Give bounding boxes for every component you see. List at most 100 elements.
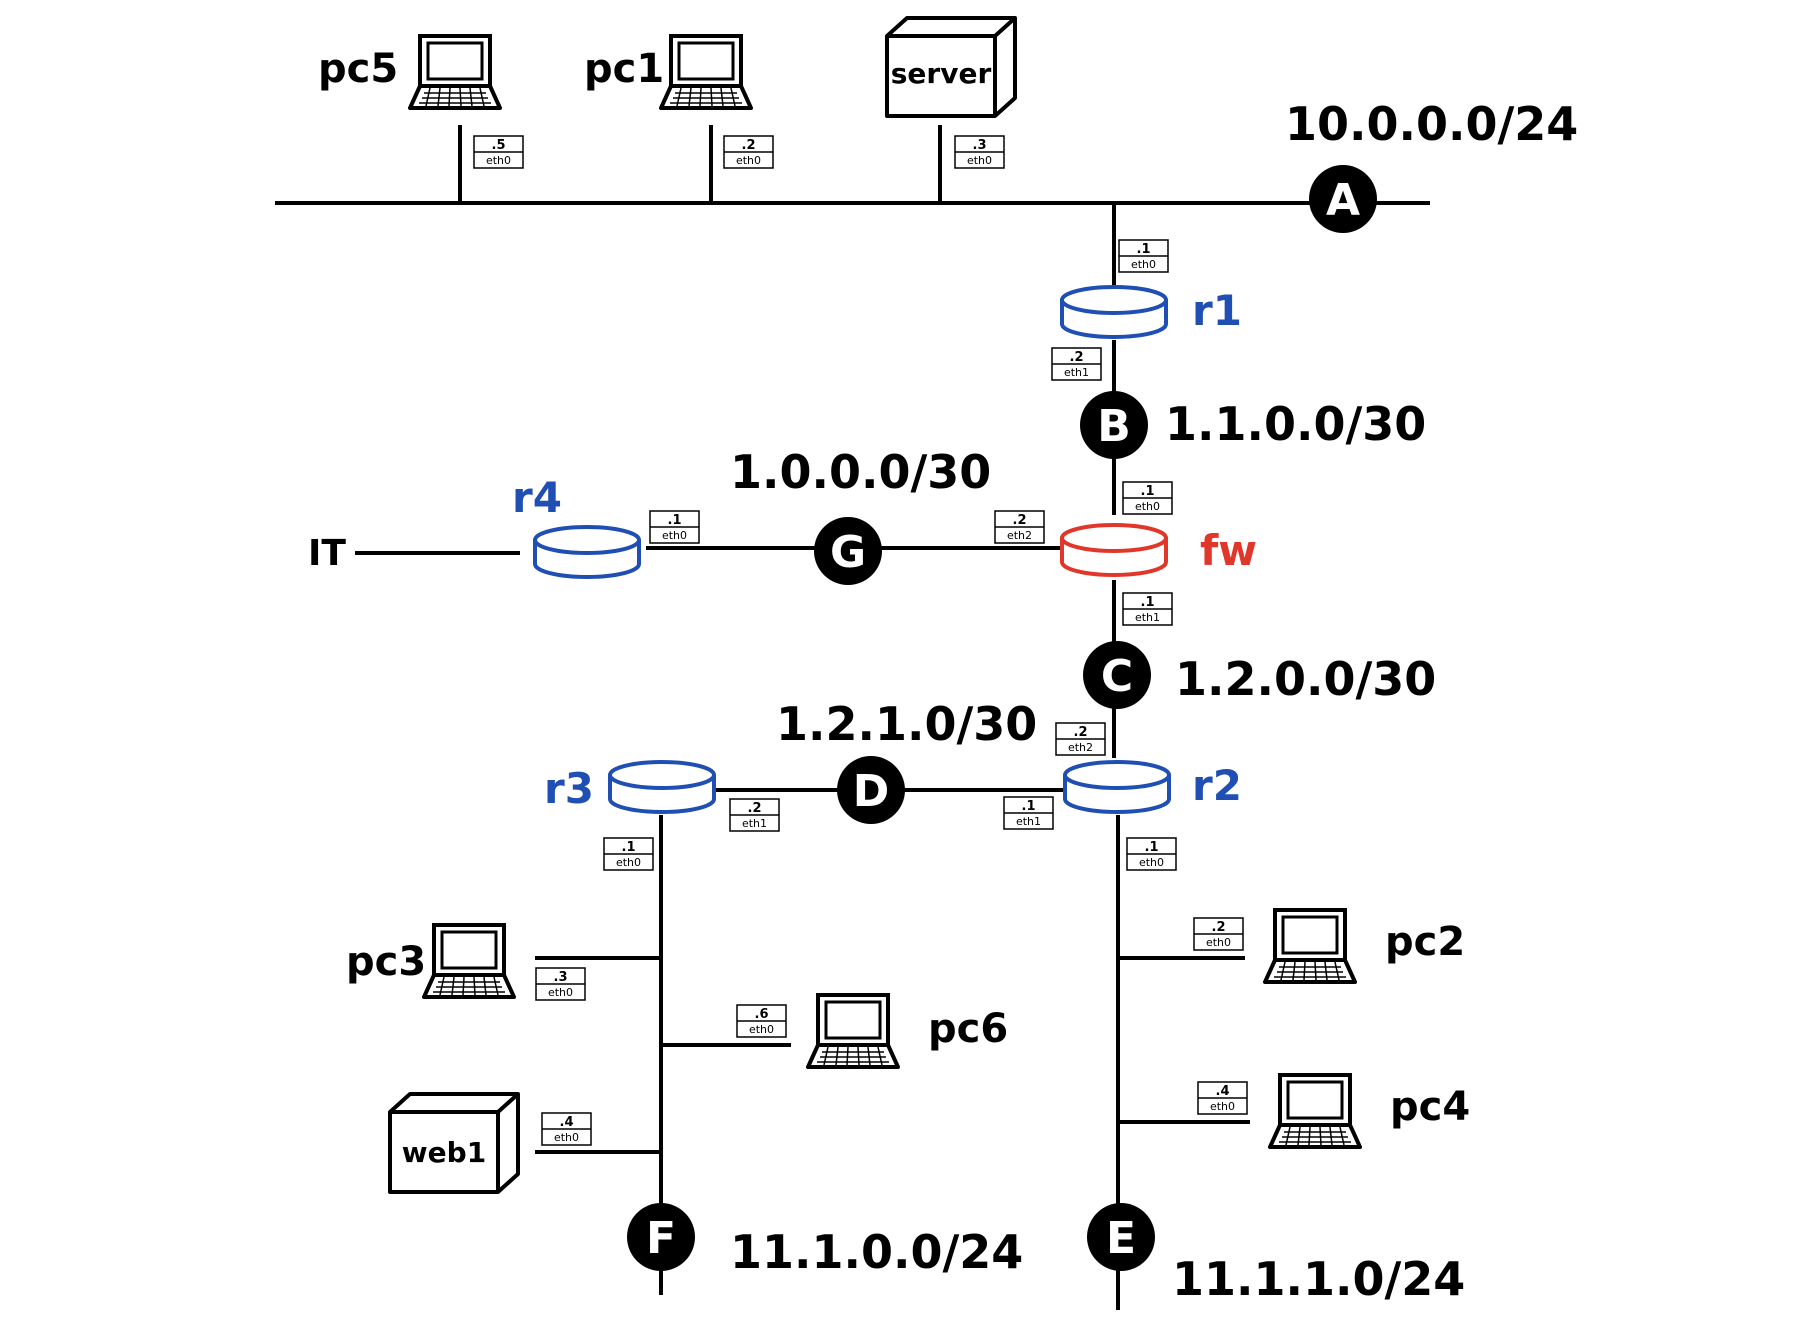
host-label-pc5: pc5 — [318, 46, 398, 92]
segment-b-letter: B — [1097, 401, 1131, 452]
laptop-icon — [408, 34, 502, 110]
segment-f-letter: F — [646, 1213, 676, 1264]
router-r3[interactable]: r3 — [544, 760, 716, 814]
router-icon — [533, 525, 641, 579]
iface-name: eth2 — [1007, 529, 1032, 542]
router-label-r2: r2 — [1192, 761, 1242, 810]
iface-name: eth0 — [1135, 500, 1160, 513]
iface-ip: .2 — [1013, 513, 1027, 528]
iface-ip: .4 — [1216, 1084, 1230, 1099]
segment-g-cidr: 1.0.0.0/30 — [730, 445, 991, 499]
iface-name: eth0 — [736, 154, 761, 167]
iface-ip: .1 — [668, 513, 682, 528]
iface-ip: .1 — [1022, 799, 1036, 814]
iface-tag-r3-eth1: .2 eth1 — [729, 798, 780, 832]
segment-f-cidr: 11.1.0.0/24 — [730, 1225, 1023, 1279]
router-label-r1: r1 — [1192, 286, 1242, 335]
iface-tag-pc5: .5 eth0 — [473, 135, 524, 169]
segment-e-letter: E — [1106, 1213, 1136, 1264]
router-icon — [608, 760, 716, 814]
host-label-pc6: pc6 — [928, 1006, 1008, 1052]
segment-e-marker[interactable]: E 11.1.1.0/24 — [1087, 1203, 1465, 1306]
iface-tag-r4-eth0: .1 eth0 — [649, 510, 700, 544]
iface-tag-pc2: .2 eth0 — [1193, 917, 1244, 951]
host-server[interactable]: server — [885, 16, 1017, 118]
host-pc2[interactable]: pc2 — [1263, 908, 1465, 984]
host-pc1[interactable]: pc1 — [584, 34, 753, 110]
iface-ip: .2 — [1212, 920, 1226, 935]
host-web1[interactable]: web1 — [388, 1092, 520, 1194]
segment-d-cidr: 1.2.1.0/30 — [776, 697, 1037, 751]
server-box-icon — [885, 16, 1017, 118]
host-label-server: server — [891, 57, 992, 90]
iface-tag-web1: .4 eth0 — [541, 1112, 592, 1146]
host-pc6[interactable]: pc6 — [806, 993, 1008, 1069]
iface-tag-pc6: .6 eth0 — [736, 1004, 787, 1038]
router-label-fw: fw — [1200, 526, 1257, 575]
iface-ip: .4 — [560, 1115, 574, 1130]
iface-tag-server: .3 eth0 — [954, 135, 1005, 169]
laptop-icon — [659, 34, 753, 110]
iface-name: eth0 — [1139, 856, 1164, 869]
iface-tag-r2-eth0: .1 eth0 — [1126, 837, 1177, 871]
iface-ip: .2 — [748, 801, 762, 816]
router-icon — [1063, 760, 1171, 814]
iface-name: eth0 — [967, 154, 992, 167]
host-pc4[interactable]: pc4 — [1268, 1073, 1470, 1149]
host-label-web1: web1 — [402, 1136, 486, 1169]
segment-g-marker[interactable]: G 1.0.0.0/30 — [730, 445, 991, 585]
iface-name: eth2 — [1068, 741, 1093, 754]
iface-tag-pc1: .2 eth0 — [723, 135, 774, 169]
segment-b-marker[interactable]: B 1.1.0.0/30 — [1080, 391, 1426, 459]
iface-ip: .1 — [1145, 840, 1159, 855]
router-r1[interactable]: r1 — [1060, 285, 1242, 339]
iface-ip: .3 — [554, 970, 568, 985]
iface-name: eth0 — [662, 529, 687, 542]
iface-tag-r3-eth0: .1 eth0 — [603, 837, 654, 871]
router-fw[interactable]: fw — [1060, 523, 1257, 577]
iface-ip: .3 — [973, 138, 987, 153]
router-label-r3: r3 — [544, 764, 594, 813]
segment-c-cidr: 1.2.0.0/30 — [1175, 652, 1436, 706]
iface-tag-fw-eth2: .2 eth2 — [994, 510, 1045, 544]
segment-b-cidr: 1.1.0.0/30 — [1165, 397, 1426, 451]
segment-c-letter: C — [1101, 651, 1133, 702]
host-label-pc3: pc3 — [346, 939, 426, 985]
iface-ip: .1 — [1141, 484, 1155, 499]
iface-ip: .6 — [755, 1007, 769, 1022]
host-pc3[interactable]: pc3 — [346, 923, 516, 999]
host-pc5[interactable]: pc5 — [318, 34, 502, 110]
iface-tag-r2-eth1: .1 eth1 — [1003, 796, 1054, 830]
segment-c-marker[interactable]: C 1.2.0.0/30 — [1083, 641, 1436, 709]
iface-name: eth0 — [616, 856, 641, 869]
web1-box-icon — [388, 1092, 520, 1194]
host-label-pc1: pc1 — [584, 46, 664, 92]
segment-g-letter: G — [830, 527, 866, 578]
iface-ip: .1 — [622, 840, 636, 855]
iface-name: eth0 — [1210, 1100, 1235, 1113]
iface-ip: .5 — [492, 138, 506, 153]
iface-name: eth0 — [548, 986, 573, 999]
iface-name: eth0 — [749, 1023, 774, 1036]
laptop-icon — [1268, 1073, 1362, 1149]
iface-ip: .2 — [742, 138, 756, 153]
segment-a-marker[interactable]: A 10.0.0.0/24 — [1285, 97, 1578, 233]
interface-tags: .5 eth0 .2 eth0 .3 eth0 .1 eth0 .2 eth1 … — [473, 135, 1248, 1146]
iface-tag-r1-eth0: .1 eth0 — [1118, 239, 1169, 273]
segment-e-cidr: 11.1.1.0/24 — [1172, 1252, 1465, 1306]
iface-tag-fw-eth0: .1 eth0 — [1122, 481, 1173, 515]
router-r2[interactable]: r2 — [1063, 760, 1242, 814]
iface-name: eth1 — [1064, 366, 1089, 379]
segment-a-cidr: 10.0.0.0/24 — [1285, 97, 1578, 151]
iface-name: eth0 — [1206, 936, 1231, 949]
host-label-pc2: pc2 — [1385, 919, 1465, 965]
segment-a-letter: A — [1326, 175, 1360, 226]
iface-name: eth1 — [1016, 815, 1041, 828]
laptop-icon — [1263, 908, 1357, 984]
laptop-icon — [806, 993, 900, 1069]
iface-ip: .1 — [1141, 595, 1155, 610]
iface-tag-pc3: .3 eth0 — [535, 967, 586, 1001]
segment-f-marker[interactable]: F 11.1.0.0/24 — [627, 1203, 1023, 1279]
router-r4[interactable]: r4 — [512, 473, 641, 579]
segment-d-marker[interactable]: D 1.2.1.0/30 — [776, 697, 1037, 824]
